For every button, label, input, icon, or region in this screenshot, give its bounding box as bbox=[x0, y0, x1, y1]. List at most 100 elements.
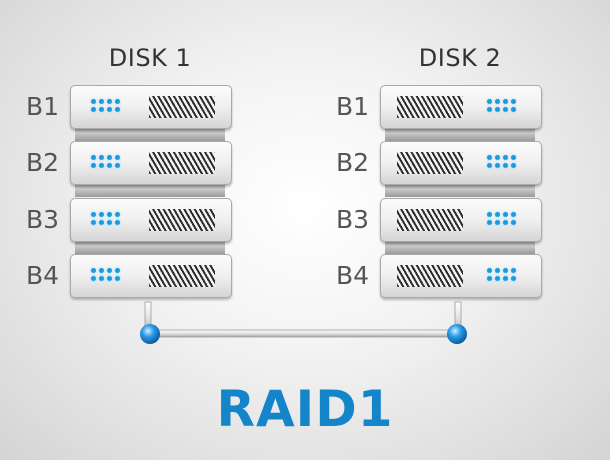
led-dot bbox=[91, 276, 96, 281]
vent-grill-icon bbox=[149, 96, 215, 118]
status-leds-icon bbox=[487, 155, 521, 171]
led-dot bbox=[503, 99, 508, 104]
disk-1-spacer bbox=[75, 181, 225, 197]
led-dot bbox=[487, 99, 492, 104]
led-dot bbox=[487, 268, 492, 273]
disk-2-block-label: B1 bbox=[336, 92, 370, 121]
led-dot bbox=[511, 276, 516, 281]
raid-level-title: RAID1 bbox=[216, 380, 394, 438]
led-dot bbox=[503, 268, 508, 273]
led-dot bbox=[487, 220, 492, 225]
led-dot bbox=[503, 212, 508, 217]
led-dot bbox=[115, 107, 120, 112]
disk-2-spacer bbox=[385, 125, 535, 141]
led-dot bbox=[495, 268, 500, 273]
led-dot bbox=[91, 107, 96, 112]
led-dot bbox=[99, 99, 104, 104]
disk-2-block-label: B4 bbox=[336, 261, 370, 290]
led-dot bbox=[511, 155, 516, 160]
disk-1-block-unit bbox=[70, 198, 232, 242]
led-dot bbox=[115, 276, 120, 281]
vent-grill-icon bbox=[397, 265, 463, 287]
vent-grill-icon bbox=[397, 96, 463, 118]
led-dot bbox=[107, 220, 112, 225]
led-dot bbox=[503, 220, 508, 225]
led-dot bbox=[91, 99, 96, 104]
led-dot bbox=[511, 220, 516, 225]
vent-grill-icon bbox=[149, 265, 215, 287]
disk-1-block-unit bbox=[70, 141, 232, 185]
disk-1-block-label: B4 bbox=[26, 261, 60, 290]
led-dot bbox=[107, 107, 112, 112]
led-dot bbox=[487, 212, 492, 217]
led-dot bbox=[495, 212, 500, 217]
status-leds-icon bbox=[487, 268, 521, 284]
led-dot bbox=[503, 107, 508, 112]
disk-2-block-unit bbox=[380, 141, 542, 185]
led-dot bbox=[511, 99, 516, 104]
disk-2-block-label: B3 bbox=[336, 205, 370, 234]
led-dot bbox=[107, 163, 112, 168]
led-dot bbox=[99, 220, 104, 225]
led-dot bbox=[503, 163, 508, 168]
led-dot bbox=[91, 155, 96, 160]
led-dot bbox=[99, 155, 104, 160]
disk-1-block-label: B3 bbox=[26, 205, 60, 234]
led-dot bbox=[115, 155, 120, 160]
led-dot bbox=[495, 99, 500, 104]
disk-1-block-label: B2 bbox=[26, 148, 60, 177]
disk-1-title: DISK 1 bbox=[108, 44, 192, 72]
led-dot bbox=[495, 220, 500, 225]
led-dot bbox=[115, 163, 120, 168]
led-dot bbox=[91, 220, 96, 225]
led-dot bbox=[487, 163, 492, 168]
connector-node-right bbox=[447, 324, 467, 344]
disk-2-block-unit bbox=[380, 85, 542, 129]
led-dot bbox=[495, 163, 500, 168]
vent-grill-icon bbox=[149, 152, 215, 174]
led-dot bbox=[115, 212, 120, 217]
disk-2-title: DISK 2 bbox=[418, 44, 502, 72]
vent-grill-icon bbox=[397, 209, 463, 231]
led-dot bbox=[107, 155, 112, 160]
disk-1-block-unit bbox=[70, 254, 232, 298]
led-dot bbox=[99, 107, 104, 112]
led-dot bbox=[107, 212, 112, 217]
led-dot bbox=[495, 107, 500, 112]
connector-node-left bbox=[140, 324, 160, 344]
disk-2-spacer bbox=[385, 238, 535, 254]
disk-1-block-unit bbox=[70, 85, 232, 129]
led-dot bbox=[511, 163, 516, 168]
led-dot bbox=[487, 107, 492, 112]
led-dot bbox=[495, 155, 500, 160]
led-dot bbox=[115, 220, 120, 225]
connector-bar bbox=[149, 329, 457, 338]
led-dot bbox=[91, 163, 96, 168]
led-dot bbox=[495, 276, 500, 281]
led-dot bbox=[115, 99, 120, 104]
led-dot bbox=[107, 268, 112, 273]
vent-grill-icon bbox=[397, 152, 463, 174]
led-dot bbox=[91, 268, 96, 273]
led-dot bbox=[107, 276, 112, 281]
led-dot bbox=[99, 163, 104, 168]
led-dot bbox=[487, 276, 492, 281]
led-dot bbox=[503, 155, 508, 160]
disk-2-spacer bbox=[385, 181, 535, 197]
disk-2-block-label: B2 bbox=[336, 148, 370, 177]
led-dot bbox=[107, 99, 112, 104]
led-dot bbox=[115, 268, 120, 273]
status-leds-icon bbox=[487, 212, 521, 228]
led-dot bbox=[511, 107, 516, 112]
status-leds-icon bbox=[91, 212, 125, 228]
led-dot bbox=[91, 212, 96, 217]
led-dot bbox=[99, 212, 104, 217]
led-dot bbox=[511, 212, 516, 217]
disk-1-spacer bbox=[75, 125, 225, 141]
disk-2-block-unit bbox=[380, 254, 542, 298]
status-leds-icon bbox=[487, 99, 521, 115]
status-leds-icon bbox=[91, 268, 125, 284]
led-dot bbox=[99, 268, 104, 273]
disk-1-spacer bbox=[75, 238, 225, 254]
